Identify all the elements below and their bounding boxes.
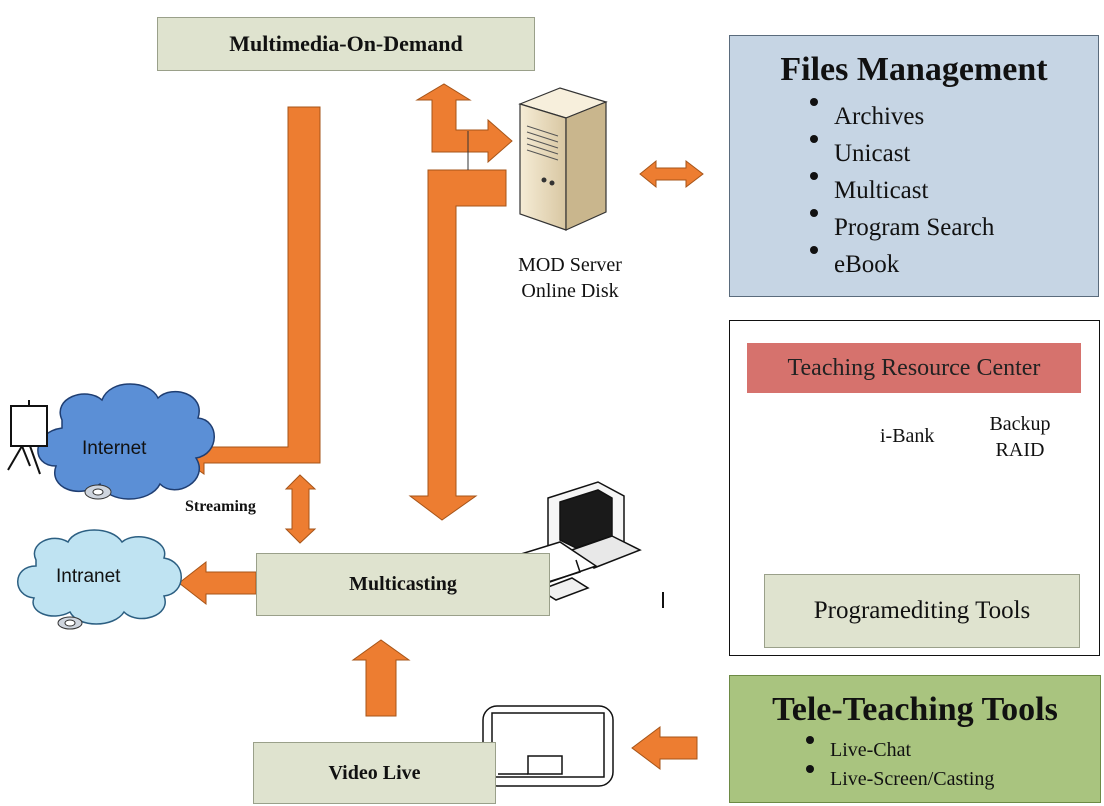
backup-raid-label: Backup RAID: [980, 411, 1060, 463]
files-management-panel: Files Management Archives Unicast Multic…: [729, 35, 1099, 297]
whiteboard-screen-icon: [482, 705, 614, 787]
computer-icon: [506, 481, 642, 601]
mod-title: Multimedia-On-Demand: [229, 31, 463, 56]
mod-box: Multimedia-On-Demand: [157, 17, 535, 71]
internet-cloud-icon: [37, 383, 215, 500]
files-item: Unicast: [804, 135, 994, 172]
server-down-arrow: [408, 169, 507, 521]
mod-server-line1: MOD Server: [518, 254, 622, 276]
presentation-easel-icon: [7, 400, 48, 475]
intranet-cloud-icon: [17, 529, 182, 630]
video-live-label: Video Live: [328, 761, 421, 784]
ibank-label: i-Bank: [880, 425, 935, 447]
video-live-box: Video Live: [253, 742, 496, 804]
trc-title: Teaching Resource Center: [787, 354, 1041, 381]
trc-header: Teaching Resource Center: [747, 343, 1081, 393]
intranet-label: Intranet: [56, 566, 121, 587]
internet-label: Internet: [82, 438, 147, 459]
tele-teaching-list: Live-Chat Live-Screen/Casting: [800, 736, 994, 794]
teaching-resource-center-panel: Teaching Resource Center i-Bank Backup R…: [729, 320, 1100, 656]
server-up-arrow: [415, 83, 513, 164]
files-item: Archives: [804, 98, 994, 135]
multicasting-label: Multicasting: [349, 573, 457, 595]
tele-item: Live-Chat: [800, 736, 994, 765]
files-item: Multicast: [804, 172, 994, 209]
multicasting-to-intranet-arrow: [178, 560, 257, 606]
raid-label: RAID: [995, 439, 1045, 461]
tele-to-screen-arrow: [631, 726, 698, 770]
tele-teaching-panel: Tele-Teaching Tools Live-Chat Live-Scree…: [729, 675, 1101, 803]
mod-server-icon: [518, 87, 608, 231]
video-to-multicasting-arrow: [351, 639, 411, 717]
streaming-double-arrow: [284, 474, 317, 544]
backup-label: Backup: [989, 413, 1051, 435]
mod-server-line2: Online Disk: [521, 280, 619, 302]
programediting-tools-label: Programediting Tools: [813, 597, 1031, 624]
files-management-title: Files Management: [780, 51, 1048, 88]
multicasting-box: Multicasting: [256, 553, 550, 616]
tele-item: Live-Screen/Casting: [800, 765, 994, 794]
files-management-list: Archives Unicast Multicast Program Searc…: [804, 98, 994, 283]
tele-teaching-title: Tele-Teaching Tools: [772, 691, 1058, 728]
files-item: eBook: [804, 246, 994, 283]
programediting-tools-box: Programediting Tools: [764, 574, 1080, 648]
files-item: Program Search: [804, 209, 994, 246]
server-files-double-arrow: [639, 159, 704, 189]
mod-server-label: MOD Server Online Disk: [495, 252, 645, 304]
streaming-label: Streaming: [185, 498, 256, 515]
